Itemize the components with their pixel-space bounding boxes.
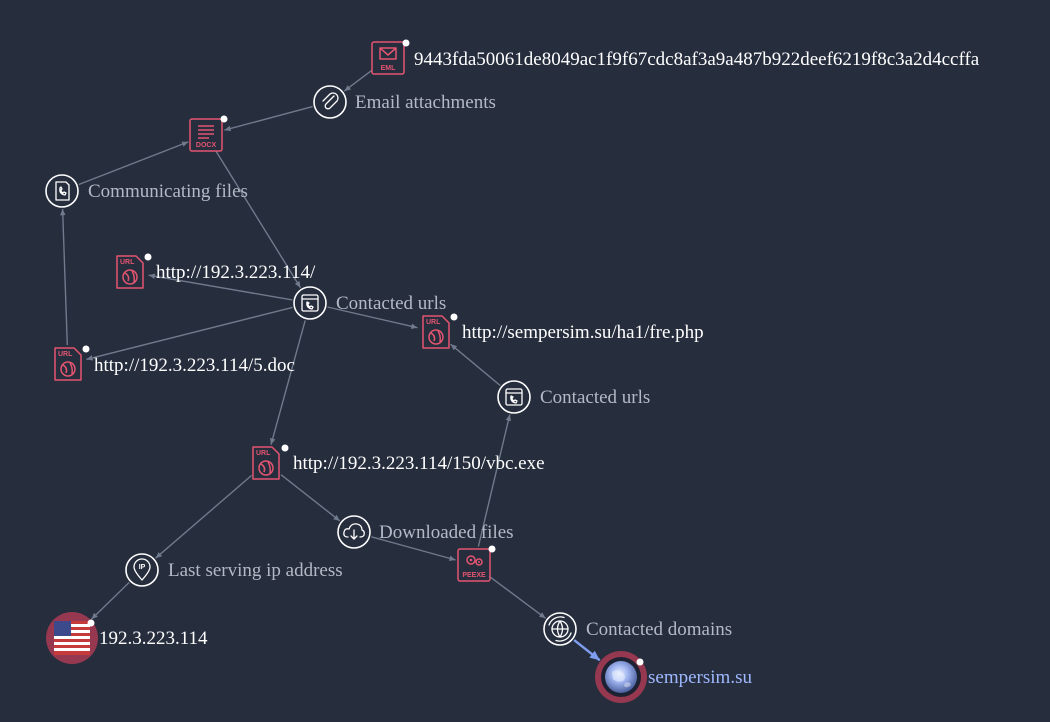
relation-label: Contacted urls (540, 387, 650, 408)
svg-text:IP: IP (139, 564, 146, 571)
relation-email-attachments[interactable]: Email attachments (313, 85, 496, 119)
edge-rel_email_attachments-to-docx (224, 105, 313, 132)
url-file-icon: URL (422, 315, 450, 349)
cloud-download-icon (343, 523, 365, 540)
email-file-icon: EML (371, 41, 405, 75)
edge-eml-to-rel_email_attachments (343, 69, 373, 92)
email-file-hash: 9443fda50061de8049ac1f9f67cdc8af3a9a487b… (414, 49, 980, 70)
domain-label: sempersim.su (648, 667, 752, 688)
relation-contacted-domains[interactable]: Contacted domains (543, 612, 732, 646)
svg-text:PEEXE: PEEXE (462, 572, 486, 579)
relation-label: Communicating files (88, 181, 248, 202)
url-file-icon: URL (116, 255, 144, 289)
ip-address-node[interactable]: 192.3.223.114 (46, 612, 208, 664)
communicating-file-icon (55, 181, 70, 201)
svg-text:URL: URL (256, 450, 271, 457)
edge-rel_contacted_urls_1-to-url_doc (86, 306, 293, 361)
edge-rel_contacted_urls_2-to-url_fre (450, 343, 501, 387)
peexe-file-node[interactable]: PEEXE (457, 545, 496, 582)
url-file-icon: URL (252, 446, 280, 480)
edges-layer (60, 69, 601, 662)
edge-url_vbc-to-rel_downloaded_files (280, 474, 341, 522)
relation-communicating-files[interactable]: Communicating files (45, 174, 248, 208)
relation-label: Downloaded files (379, 522, 514, 543)
url-node-root[interactable]: URL http://192.3.223.114/ (116, 253, 316, 289)
ip-address-label: 192.3.223.114 (99, 628, 208, 649)
url-label: http://192.3.223.114/5.doc (94, 355, 295, 376)
url-label: http://192.3.223.114/ (156, 262, 316, 283)
us-flag-icon (54, 621, 90, 655)
globe-icon (605, 661, 637, 693)
edge-rel_contacted_urls_1-to-url_root (148, 273, 293, 301)
browser-window-icon (505, 388, 523, 406)
svg-text:URL: URL (426, 319, 441, 326)
docx-file-node[interactable]: DOCX (189, 115, 228, 152)
email-file-node[interactable]: EML 9443fda50061de8049ac1f9f67cdc8af3a9a… (371, 39, 980, 75)
url-node-fre[interactable]: URL http://sempersim.su/ha1/fre.php (422, 313, 704, 349)
svg-text:DOCX: DOCX (196, 142, 217, 149)
globe-refresh-icon (548, 616, 572, 642)
edge-rel_contacted_domains-to-domain (573, 639, 601, 662)
edge-rel_contacted_urls_1-to-url_vbc (269, 320, 306, 445)
url-node-vbc[interactable]: URL http://192.3.223.114/150/vbc.exe (252, 444, 545, 480)
edge-rel_downloaded_files-to-peexe (371, 536, 456, 562)
paperclip-icon (322, 92, 339, 110)
domain-node[interactable]: sempersim.su (595, 651, 752, 703)
relation-label: Contacted urls (336, 293, 446, 314)
ip-pin-icon: IP (133, 558, 151, 581)
relation-label: Email attachments (355, 92, 496, 113)
edge-docx-to-rel_contacted_urls_1 (215, 150, 302, 289)
edge-url_vbc-to-rel_last_serving_ip (155, 474, 253, 559)
browser-window-icon (301, 294, 319, 312)
relation-last-serving-ip[interactable]: IP Last serving ip address (125, 553, 343, 587)
peexe-file-icon: PEEXE (457, 548, 491, 582)
edge-peexe-to-rel_contacted_domains (488, 575, 547, 619)
edge-peexe-to-rel_contacted_urls_2 (477, 414, 512, 547)
svg-text:URL: URL (58, 351, 73, 358)
edge-url_doc-to-rel_communicating_files (60, 208, 68, 346)
relation-contacted-urls[interactable]: Contacted urls (293, 286, 446, 320)
url-file-icon: URL (54, 347, 82, 381)
url-node-doc[interactable]: URL http://192.3.223.114/5.doc (54, 345, 295, 381)
relation-label: Last serving ip address (168, 560, 343, 581)
relation-label: Contacted domains (586, 619, 732, 640)
url-label: http://sempersim.su/ha1/fre.php (462, 322, 704, 343)
relation-contacted-urls[interactable]: Contacted urls (497, 380, 650, 414)
docx-file-icon: DOCX (189, 118, 223, 152)
svg-text:EML: EML (381, 65, 397, 72)
url-label: http://192.3.223.114/150/vbc.exe (293, 453, 545, 474)
edge-rel_last_serving_ip-to-ip (90, 581, 130, 620)
edge-rel_communicating_files-to-docx (78, 141, 189, 186)
edge-rel_contacted_urls_1-to-url_fre (327, 306, 418, 330)
relation-downloaded-files[interactable]: Downloaded files (337, 515, 514, 549)
svg-text:URL: URL (120, 259, 135, 266)
